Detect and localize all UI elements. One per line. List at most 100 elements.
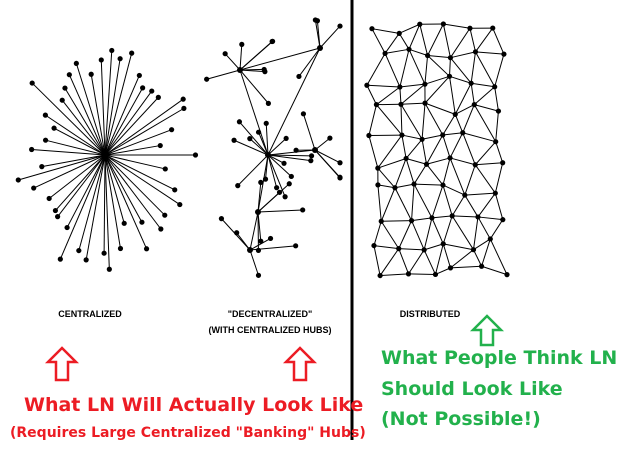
- network-edge: [366, 85, 377, 105]
- network-node: [235, 183, 241, 189]
- network-edge: [233, 139, 269, 156]
- network-edge: [449, 157, 466, 196]
- network-edge: [224, 53, 241, 71]
- network-edge: [424, 102, 444, 136]
- network-edge: [380, 273, 409, 277]
- network-node: [101, 250, 107, 256]
- network-node: [15, 177, 21, 183]
- network-edge: [442, 184, 453, 217]
- network-edge: [427, 55, 450, 77]
- network-edge: [398, 220, 413, 249]
- network-edge: [400, 104, 403, 136]
- network-edge: [64, 87, 106, 156]
- network-edge: [104, 145, 161, 156]
- network-edge: [400, 104, 423, 140]
- green-annotation-line1: What People Think LN: [381, 347, 618, 369]
- network-node: [392, 185, 398, 191]
- network-node: [317, 45, 323, 51]
- network-node: [327, 135, 333, 141]
- network-edge: [249, 237, 271, 251]
- network-node: [204, 76, 210, 82]
- network-edge: [104, 154, 181, 205]
- network-node: [255, 247, 262, 253]
- network-node: [296, 73, 302, 80]
- network-edge: [454, 114, 464, 133]
- network-node: [155, 94, 161, 100]
- network-node: [162, 212, 168, 218]
- network-edge: [431, 217, 444, 245]
- network-node: [405, 271, 412, 277]
- network-edge: [450, 27, 471, 58]
- network-edge: [451, 194, 466, 217]
- network-edge: [475, 51, 504, 55]
- network-node: [121, 220, 127, 226]
- network-node: [449, 213, 455, 219]
- network-edge: [442, 23, 451, 58]
- network-node: [440, 241, 446, 247]
- network-edge: [450, 265, 482, 269]
- network-edge: [371, 28, 400, 34]
- network-node: [263, 120, 269, 126]
- network-edge: [405, 138, 423, 159]
- network-edge: [408, 49, 426, 85]
- network-edge: [384, 33, 400, 54]
- network-node: [282, 194, 288, 200]
- network-edge: [474, 104, 499, 112]
- network-node: [255, 272, 262, 278]
- network-edge: [494, 54, 505, 87]
- network-edge: [492, 27, 505, 55]
- network-node: [462, 192, 468, 198]
- label-decentralized-sub: (WITH CENTRALIZED HUBS): [208, 325, 332, 335]
- network-edge: [104, 154, 162, 230]
- network-edge: [426, 157, 451, 165]
- network-edge: [104, 75, 140, 156]
- network-node: [276, 189, 283, 195]
- network-node: [140, 85, 146, 91]
- network-edge: [473, 238, 491, 251]
- network-node: [470, 247, 477, 253]
- network-edge: [434, 243, 444, 275]
- network-node: [406, 46, 412, 52]
- network-node: [162, 166, 168, 172]
- network-edge: [377, 167, 396, 189]
- network-node: [52, 207, 59, 214]
- network-edge: [381, 220, 412, 222]
- network-node: [136, 72, 142, 79]
- network-node: [288, 173, 294, 180]
- network-edge: [45, 114, 106, 156]
- network-node: [378, 218, 384, 224]
- network-edge: [477, 192, 496, 218]
- network-edge: [408, 48, 428, 56]
- network-edge: [473, 104, 497, 142]
- network-node: [157, 142, 163, 149]
- network-edge: [449, 76, 456, 115]
- network-node: [237, 67, 243, 73]
- network-edge: [431, 215, 453, 219]
- network-edge: [494, 162, 504, 194]
- network-edge: [442, 132, 463, 136]
- network-node: [222, 51, 228, 57]
- network-edge: [104, 129, 172, 156]
- network-edge: [427, 55, 451, 59]
- network-edge: [398, 248, 425, 251]
- network-node: [73, 60, 79, 67]
- network-edge: [384, 53, 401, 88]
- network-edge: [265, 154, 269, 180]
- network-edge: [474, 141, 497, 166]
- network-node: [258, 238, 264, 244]
- network-edge: [373, 245, 399, 250]
- network-edge: [53, 127, 106, 156]
- network-edge: [319, 25, 341, 49]
- network-node: [239, 41, 245, 47]
- network-edge: [104, 53, 133, 156]
- network-edge: [104, 90, 153, 156]
- network-node: [472, 49, 479, 55]
- network-node: [397, 84, 403, 90]
- network-edge: [366, 84, 400, 88]
- network-node: [42, 112, 48, 118]
- network-edge: [426, 163, 444, 186]
- network-edge: [471, 82, 495, 88]
- network-edge: [408, 249, 425, 275]
- network-edge: [380, 187, 396, 222]
- network-node: [262, 176, 269, 182]
